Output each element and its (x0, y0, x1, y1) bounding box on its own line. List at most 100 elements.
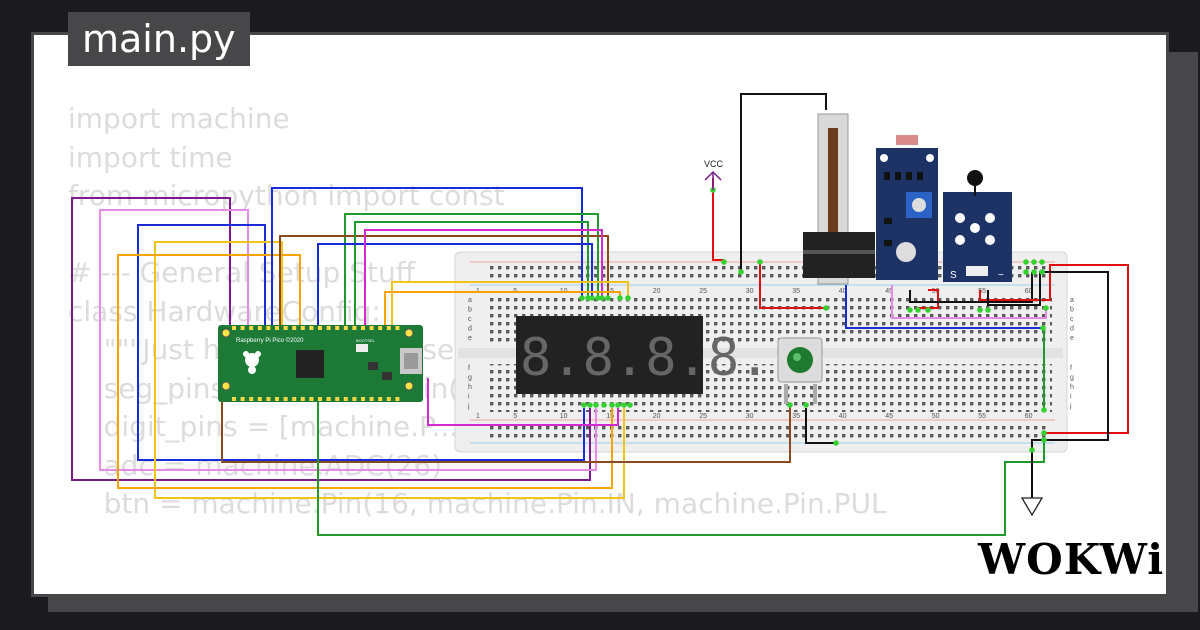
wire-endpoint[interactable] (1031, 269, 1037, 275)
pico-pin[interactable] (352, 326, 357, 330)
wire-endpoint[interactable] (1023, 259, 1029, 265)
wire-endpoint[interactable] (627, 402, 633, 408)
wires (71, 93, 1129, 536)
wire-black-ldr (909, 272, 1033, 303)
pico-pin[interactable] (240, 397, 245, 401)
wire-endpoint[interactable] (1041, 430, 1047, 436)
breadboard-column-number: 60 (1025, 413, 1033, 420)
wire-endpoint[interactable] (615, 402, 621, 408)
wire-endpoint[interactable] (907, 307, 913, 313)
pico-pin[interactable] (378, 326, 383, 330)
wire-endpoint[interactable] (1023, 269, 1029, 275)
pico-pin[interactable] (232, 326, 236, 330)
pico-pin[interactable] (275, 397, 279, 401)
svg-text:VCC: VCC (704, 159, 724, 169)
pico-pin[interactable] (300, 326, 305, 330)
wire-endpoint[interactable] (738, 269, 744, 275)
pico-pin[interactable] (240, 326, 245, 330)
pico-pin[interactable] (386, 326, 391, 330)
wire-endpoint[interactable] (1039, 259, 1045, 265)
wire-endpoint[interactable] (621, 402, 627, 408)
wire-purple (71, 197, 591, 481)
pico-pin[interactable] (249, 326, 254, 330)
wire-endpoint[interactable] (833, 440, 839, 446)
wire-endpoint[interactable] (605, 295, 611, 301)
pico-pin[interactable] (232, 397, 236, 401)
wire-endpoint[interactable] (985, 307, 991, 313)
slide-potentiometer[interactable] (803, 113, 875, 285)
seven-segment-display[interactable]: 8.8.8.8. (516, 316, 770, 394)
breadboard-column-number: 25 (699, 413, 707, 420)
push-button[interactable] (777, 337, 823, 404)
pico-pin[interactable] (378, 397, 383, 401)
pico-pin[interactable] (300, 397, 305, 401)
pico-pin[interactable] (352, 397, 357, 401)
breadboard-column-number: 15 (606, 413, 614, 420)
raspberry-pi-pico[interactable]: Raspberry Pi Pico ©2020 BOOTSEL (218, 325, 423, 402)
wire-endpoint[interactable] (601, 402, 607, 408)
breadboard-row-letter: e (468, 335, 472, 342)
ldr-module[interactable] (876, 135, 938, 280)
pico-pin[interactable] (395, 397, 400, 401)
wire-endpoint[interactable] (721, 259, 727, 265)
wire-endpoint[interactable] (915, 307, 921, 313)
wire-endpoint[interactable] (593, 402, 599, 408)
wire-endpoint[interactable] (595, 295, 601, 301)
pico-pin[interactable] (326, 397, 331, 401)
pico-pin[interactable] (343, 326, 348, 330)
wire-endpoint[interactable] (1043, 305, 1049, 311)
pico-pin[interactable] (266, 397, 271, 401)
pico-pin[interactable] (361, 397, 365, 401)
pico-pin[interactable] (335, 326, 340, 330)
wire-endpoint[interactable] (579, 295, 585, 301)
pico-pin[interactable] (309, 397, 314, 401)
pico-pin[interactable] (257, 326, 262, 330)
pico-pin[interactable] (369, 326, 374, 330)
bottom-power-rail[interactable] (490, 425, 1050, 441)
wire-endpoint[interactable] (787, 402, 793, 408)
pico-pin[interactable] (326, 326, 331, 330)
pico-pin[interactable] (292, 397, 297, 401)
wire-endpoint[interactable] (1031, 259, 1037, 265)
wire-endpoint[interactable] (977, 307, 983, 313)
wire-endpoint[interactable] (1029, 447, 1035, 453)
temperature-sensor-module[interactable]: S − (943, 170, 1012, 282)
wire-endpoint[interactable] (617, 295, 623, 301)
pico-pin[interactable] (386, 397, 391, 401)
wire-endpoint[interactable] (585, 295, 591, 301)
wire-orange-left (117, 254, 613, 489)
pico-pin[interactable] (275, 326, 279, 330)
pico-pin[interactable] (335, 397, 340, 401)
pico-pin[interactable] (249, 397, 254, 401)
wire-endpoint[interactable] (587, 402, 593, 408)
wire-brown-bottom (221, 390, 791, 463)
pico-pin[interactable] (361, 326, 365, 330)
wire-endpoint[interactable] (1041, 407, 1047, 413)
breadboard-column-number: 55 (978, 413, 986, 420)
pico-pin[interactable] (369, 397, 374, 401)
wire-endpoint[interactable] (599, 295, 605, 301)
wire-endpoint[interactable] (823, 305, 829, 311)
pico-pin[interactable] (395, 326, 400, 330)
pico-pin[interactable] (318, 326, 322, 330)
pico-pin[interactable] (309, 326, 314, 330)
pico-pin[interactable] (257, 397, 262, 401)
wire-endpoint[interactable] (1039, 269, 1045, 275)
pico-pin[interactable] (283, 397, 288, 401)
wire-endpoint[interactable] (609, 402, 615, 408)
wire-endpoint[interactable] (589, 295, 595, 301)
pico-pin[interactable] (283, 326, 288, 330)
wire-endpoint[interactable] (925, 307, 931, 313)
wire-endpoint[interactable] (757, 259, 763, 265)
wire-endpoint[interactable] (1040, 325, 1046, 331)
pico-pin[interactable] (292, 326, 297, 330)
pico-pin[interactable] (343, 397, 348, 401)
wire-endpoint[interactable] (581, 402, 587, 408)
wire-endpoint[interactable] (1041, 437, 1047, 443)
pico-pin[interactable] (318, 397, 322, 401)
wire-endpoint[interactable] (625, 295, 631, 301)
pico-pin[interactable] (266, 326, 271, 330)
wire-endpoint[interactable] (803, 402, 809, 408)
file-tab[interactable]: main.py (68, 12, 250, 66)
